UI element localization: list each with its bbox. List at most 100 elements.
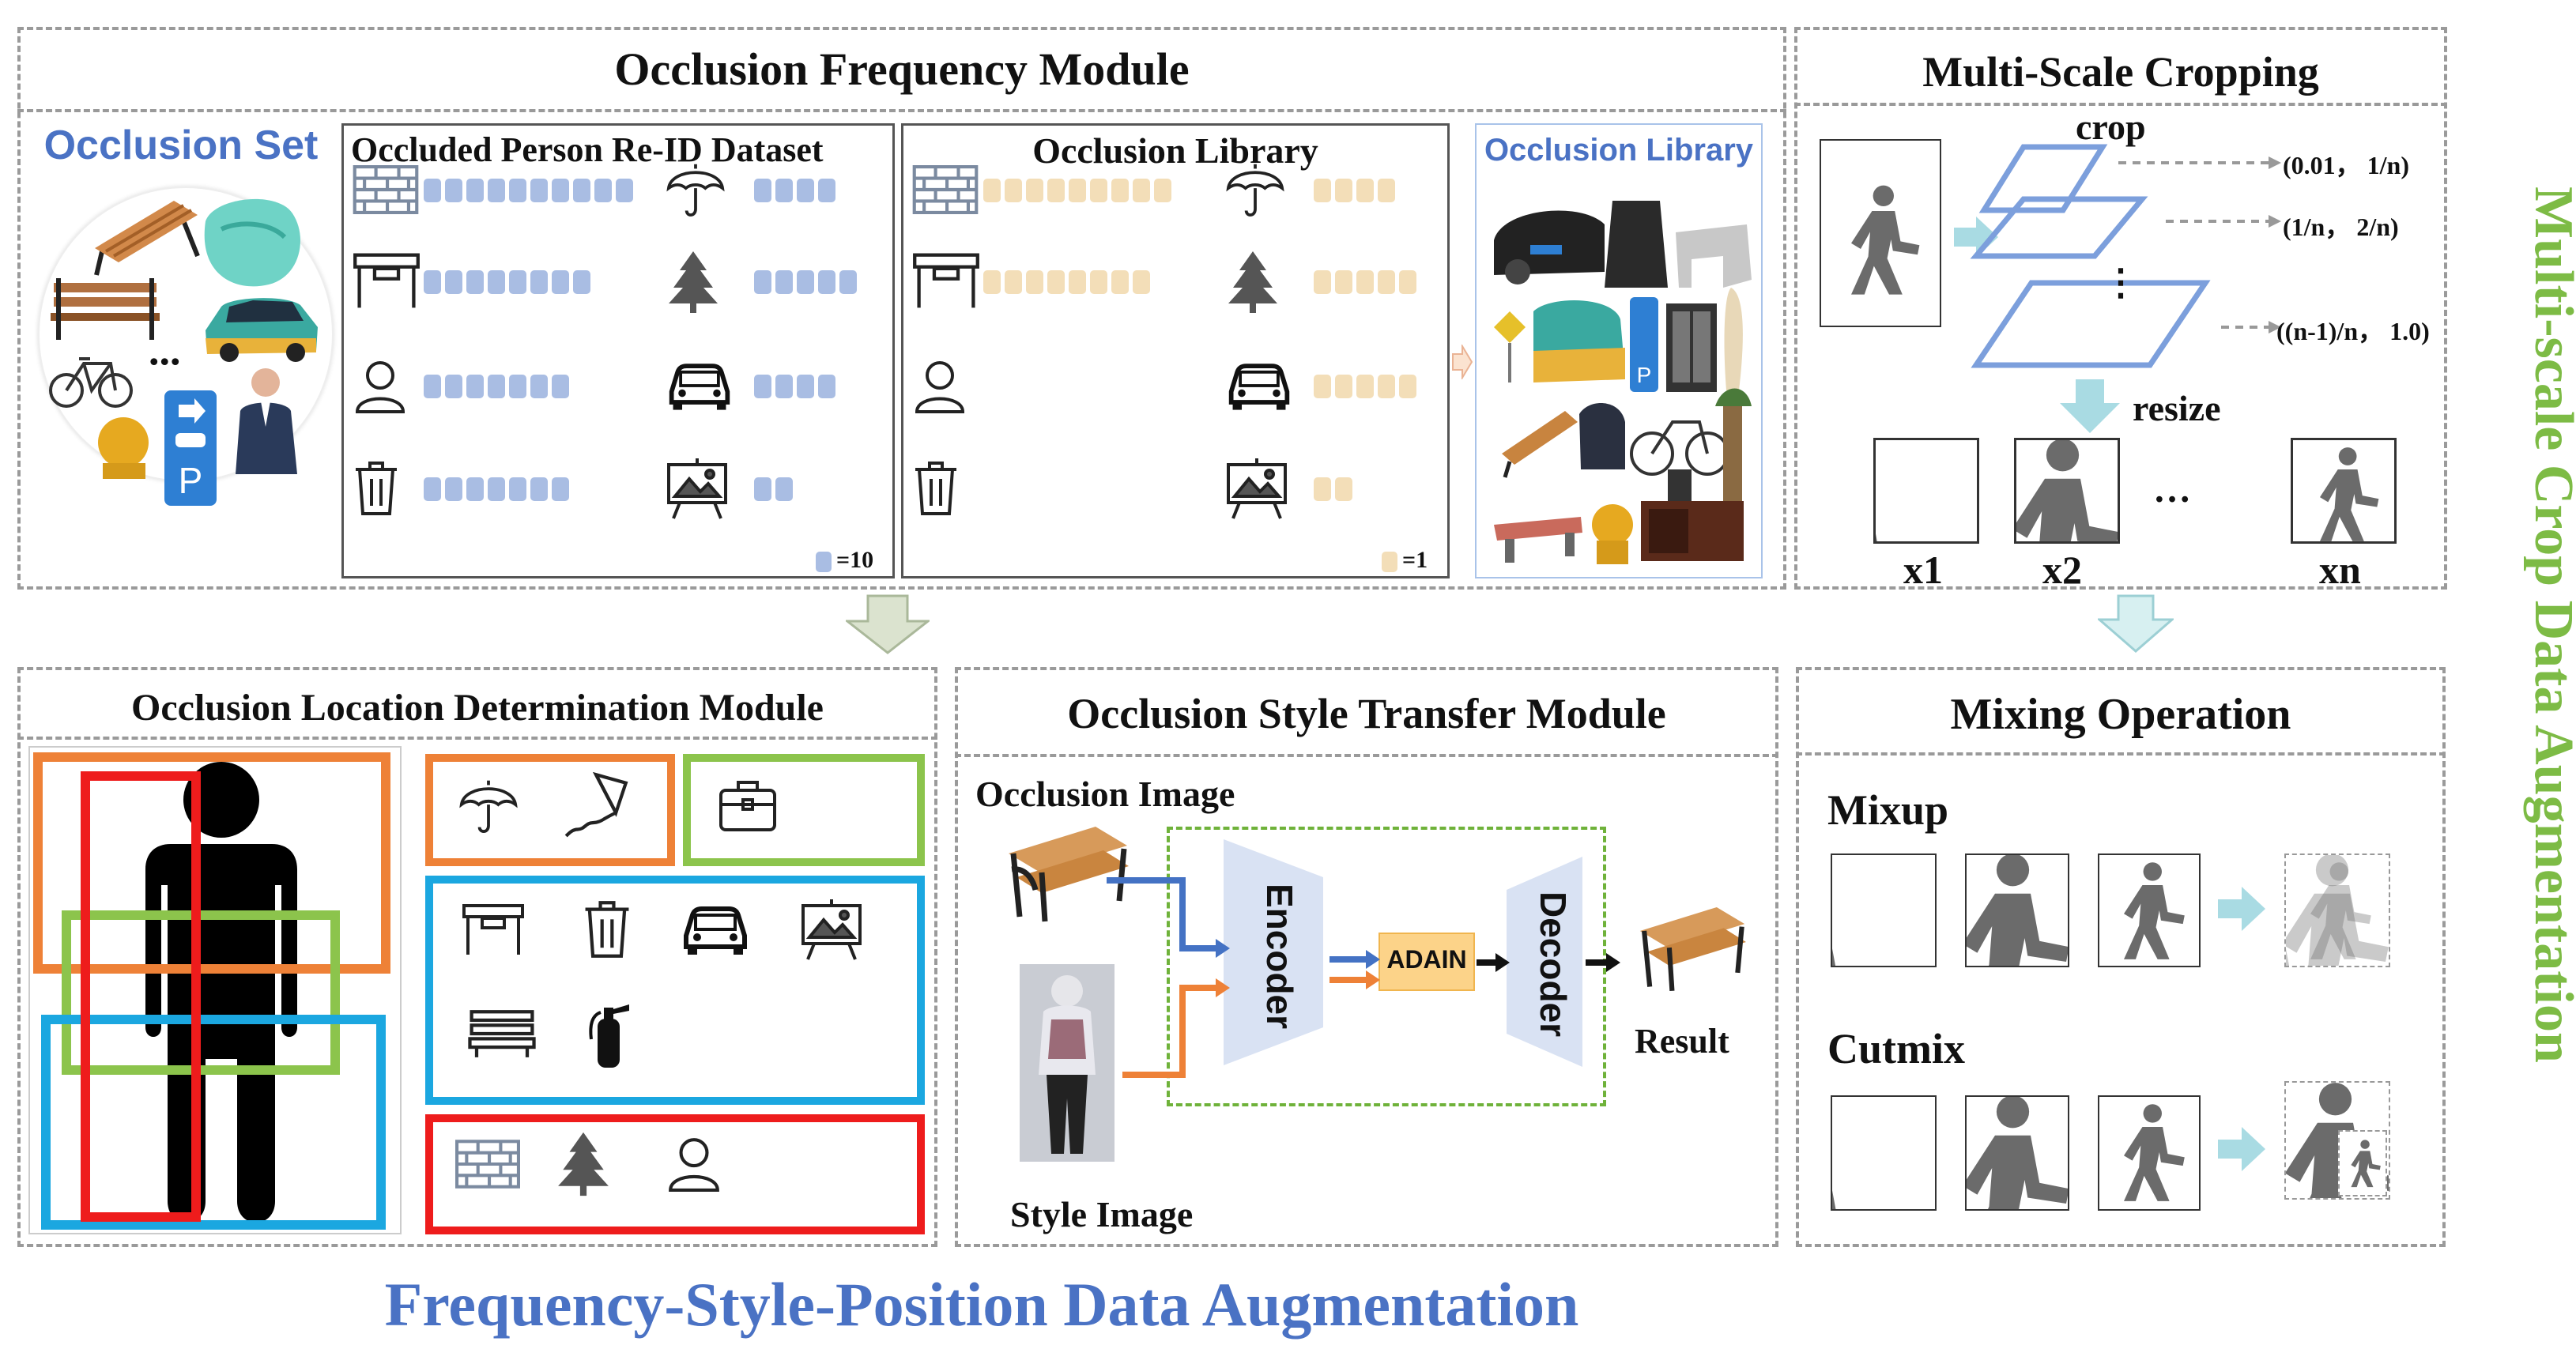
- library-legend-bar: [1382, 552, 1397, 572]
- bag-icon: [716, 778, 779, 833]
- frequency-down-arrow: [846, 594, 930, 654]
- kite-icon: [563, 771, 629, 838]
- range-1: (0.01， 1/n): [2283, 151, 2410, 179]
- resize-arrow: [2060, 379, 2120, 433]
- multiscale-down-arrow: [2098, 594, 2174, 653]
- walker-figure: [1832, 164, 1927, 315]
- library-desk-count-bar: [983, 270, 1150, 294]
- occlusion-bench-image: [1009, 827, 1129, 922]
- crop-label: crop: [2076, 107, 2146, 147]
- cutmix-result: [2284, 1081, 2390, 1200]
- style-title-divider: [955, 754, 1778, 757]
- bench-photo: [94, 201, 200, 276]
- dataset-person-count-bar: [424, 375, 569, 398]
- bench-icon: [466, 1008, 537, 1059]
- billboard-icon: [800, 898, 863, 961]
- crop-planes: [1970, 144, 2211, 368]
- to-library-arrow: [1452, 345, 1473, 379]
- library-umbrella-count-bar: [1314, 179, 1395, 202]
- umbrella-icon: [458, 776, 519, 836]
- cutmix-thumb-1: [1831, 1095, 1937, 1211]
- library-panel: [1475, 123, 1763, 578]
- trash-icon: [582, 899, 632, 959]
- multiscale-title-divider: [1794, 103, 2447, 106]
- style-person-image: [1020, 964, 1115, 1162]
- style-image-label: Style Image: [1010, 1194, 1194, 1234]
- frequency-module-title: Occlusion Frequency Module: [614, 43, 1190, 95]
- crop-thumb-n: [2291, 438, 2397, 544]
- cutmix-thumb-2: [1965, 1095, 2069, 1211]
- person-icon: [353, 358, 408, 413]
- style-transfer-title: Occlusion Style Transfer Module: [1067, 690, 1666, 737]
- dataset-legend-bar: [816, 552, 832, 572]
- mixup-label: Mixup: [1827, 786, 1949, 834]
- occlusion-set-label: Occlusion Set: [43, 122, 319, 168]
- dataset-title: Occluded Person Re-ID Dataset: [351, 130, 824, 169]
- network-dashed-box: [1167, 827, 1606, 1106]
- location-module: [17, 667, 937, 1247]
- result-label: Result: [1635, 1022, 1729, 1061]
- frequency-title-divider: [17, 109, 1786, 112]
- taxi-photo: [206, 298, 318, 362]
- cutmix-thumb-3: [2098, 1095, 2201, 1211]
- resize-label: resize: [2133, 388, 2221, 428]
- mixup-result: [2284, 853, 2390, 967]
- desk-icon: [462, 902, 525, 958]
- crop-thumb-1: [1873, 438, 1979, 544]
- library-billboard-count-bar: [1314, 477, 1352, 501]
- dataset-trash-count-bar: [424, 477, 569, 501]
- library-collage: P: [1494, 201, 1752, 564]
- occlusion-frequency-module: [17, 27, 1786, 590]
- output-x2: x2: [2042, 548, 2082, 592]
- billboard-icon: [666, 457, 729, 520]
- car-icon: [1225, 361, 1293, 410]
- svg-text:P: P: [179, 460, 203, 501]
- library-tree-count-bar: [1314, 270, 1416, 294]
- location-title-divider: [17, 737, 937, 740]
- region-box-middle-green: [62, 910, 340, 1075]
- crop-hdots: …: [2153, 469, 2191, 511]
- upper-occluders-box: [425, 754, 675, 866]
- range-2: (1/n， 2/n): [2283, 213, 2399, 241]
- dataset-wall-count-bar: [424, 179, 633, 202]
- billboard-icon: [1225, 457, 1288, 520]
- library-title: Occlusion Library: [1032, 130, 1318, 171]
- tree-icon: [555, 1130, 612, 1196]
- mixup-thumb-3: [2098, 853, 2201, 967]
- crop-vdots: ⋮: [2103, 262, 2139, 303]
- middle-occluders-box: [683, 754, 925, 866]
- dataset-tree-count-bar: [754, 270, 857, 294]
- cutmix-label: Cutmix: [1827, 1025, 1965, 1072]
- full-body-occluders-box: [425, 1114, 925, 1234]
- desk-icon: [353, 251, 421, 311]
- range-arrows: [2118, 156, 2281, 333]
- multi-scale-cropping-module: [1794, 27, 2447, 590]
- mixup-thumb-1: [1831, 853, 1937, 967]
- style-transfer-module: [955, 667, 1778, 1247]
- person-icon: [666, 1135, 722, 1192]
- trash-icon: [353, 460, 400, 517]
- man-photo: [236, 368, 297, 474]
- source-person-image: [1820, 139, 1941, 327]
- trash-icon: [912, 460, 960, 517]
- fire-extinguisher-icon: [585, 999, 632, 1072]
- mixup-arrow: [2218, 887, 2265, 931]
- park-bench-photo: [51, 278, 160, 340]
- decoder-label: Decoder: [1533, 891, 1574, 1038]
- mixing-module: [1796, 667, 2446, 1247]
- output-x1: x1: [1903, 548, 1943, 592]
- library-car-count-bar: [1314, 375, 1416, 398]
- wall-icon: [912, 165, 979, 214]
- tree-icon: [666, 250, 721, 313]
- mixing-title-divider: [1796, 752, 2446, 756]
- set-ellipsis: ...: [149, 326, 181, 374]
- occlusion-image-label: Occlusion Image: [975, 774, 1235, 814]
- tree-icon: [1225, 250, 1280, 313]
- desk-icon: [912, 251, 980, 311]
- umbrella-icon: [1225, 161, 1285, 218]
- encoder-block: [1224, 839, 1323, 1065]
- car-icon: [666, 361, 734, 410]
- mixing-title: Mixing Operation: [1950, 690, 2291, 739]
- human-silhouette: [145, 762, 297, 1223]
- cutmix-arrow: [2218, 1127, 2265, 1171]
